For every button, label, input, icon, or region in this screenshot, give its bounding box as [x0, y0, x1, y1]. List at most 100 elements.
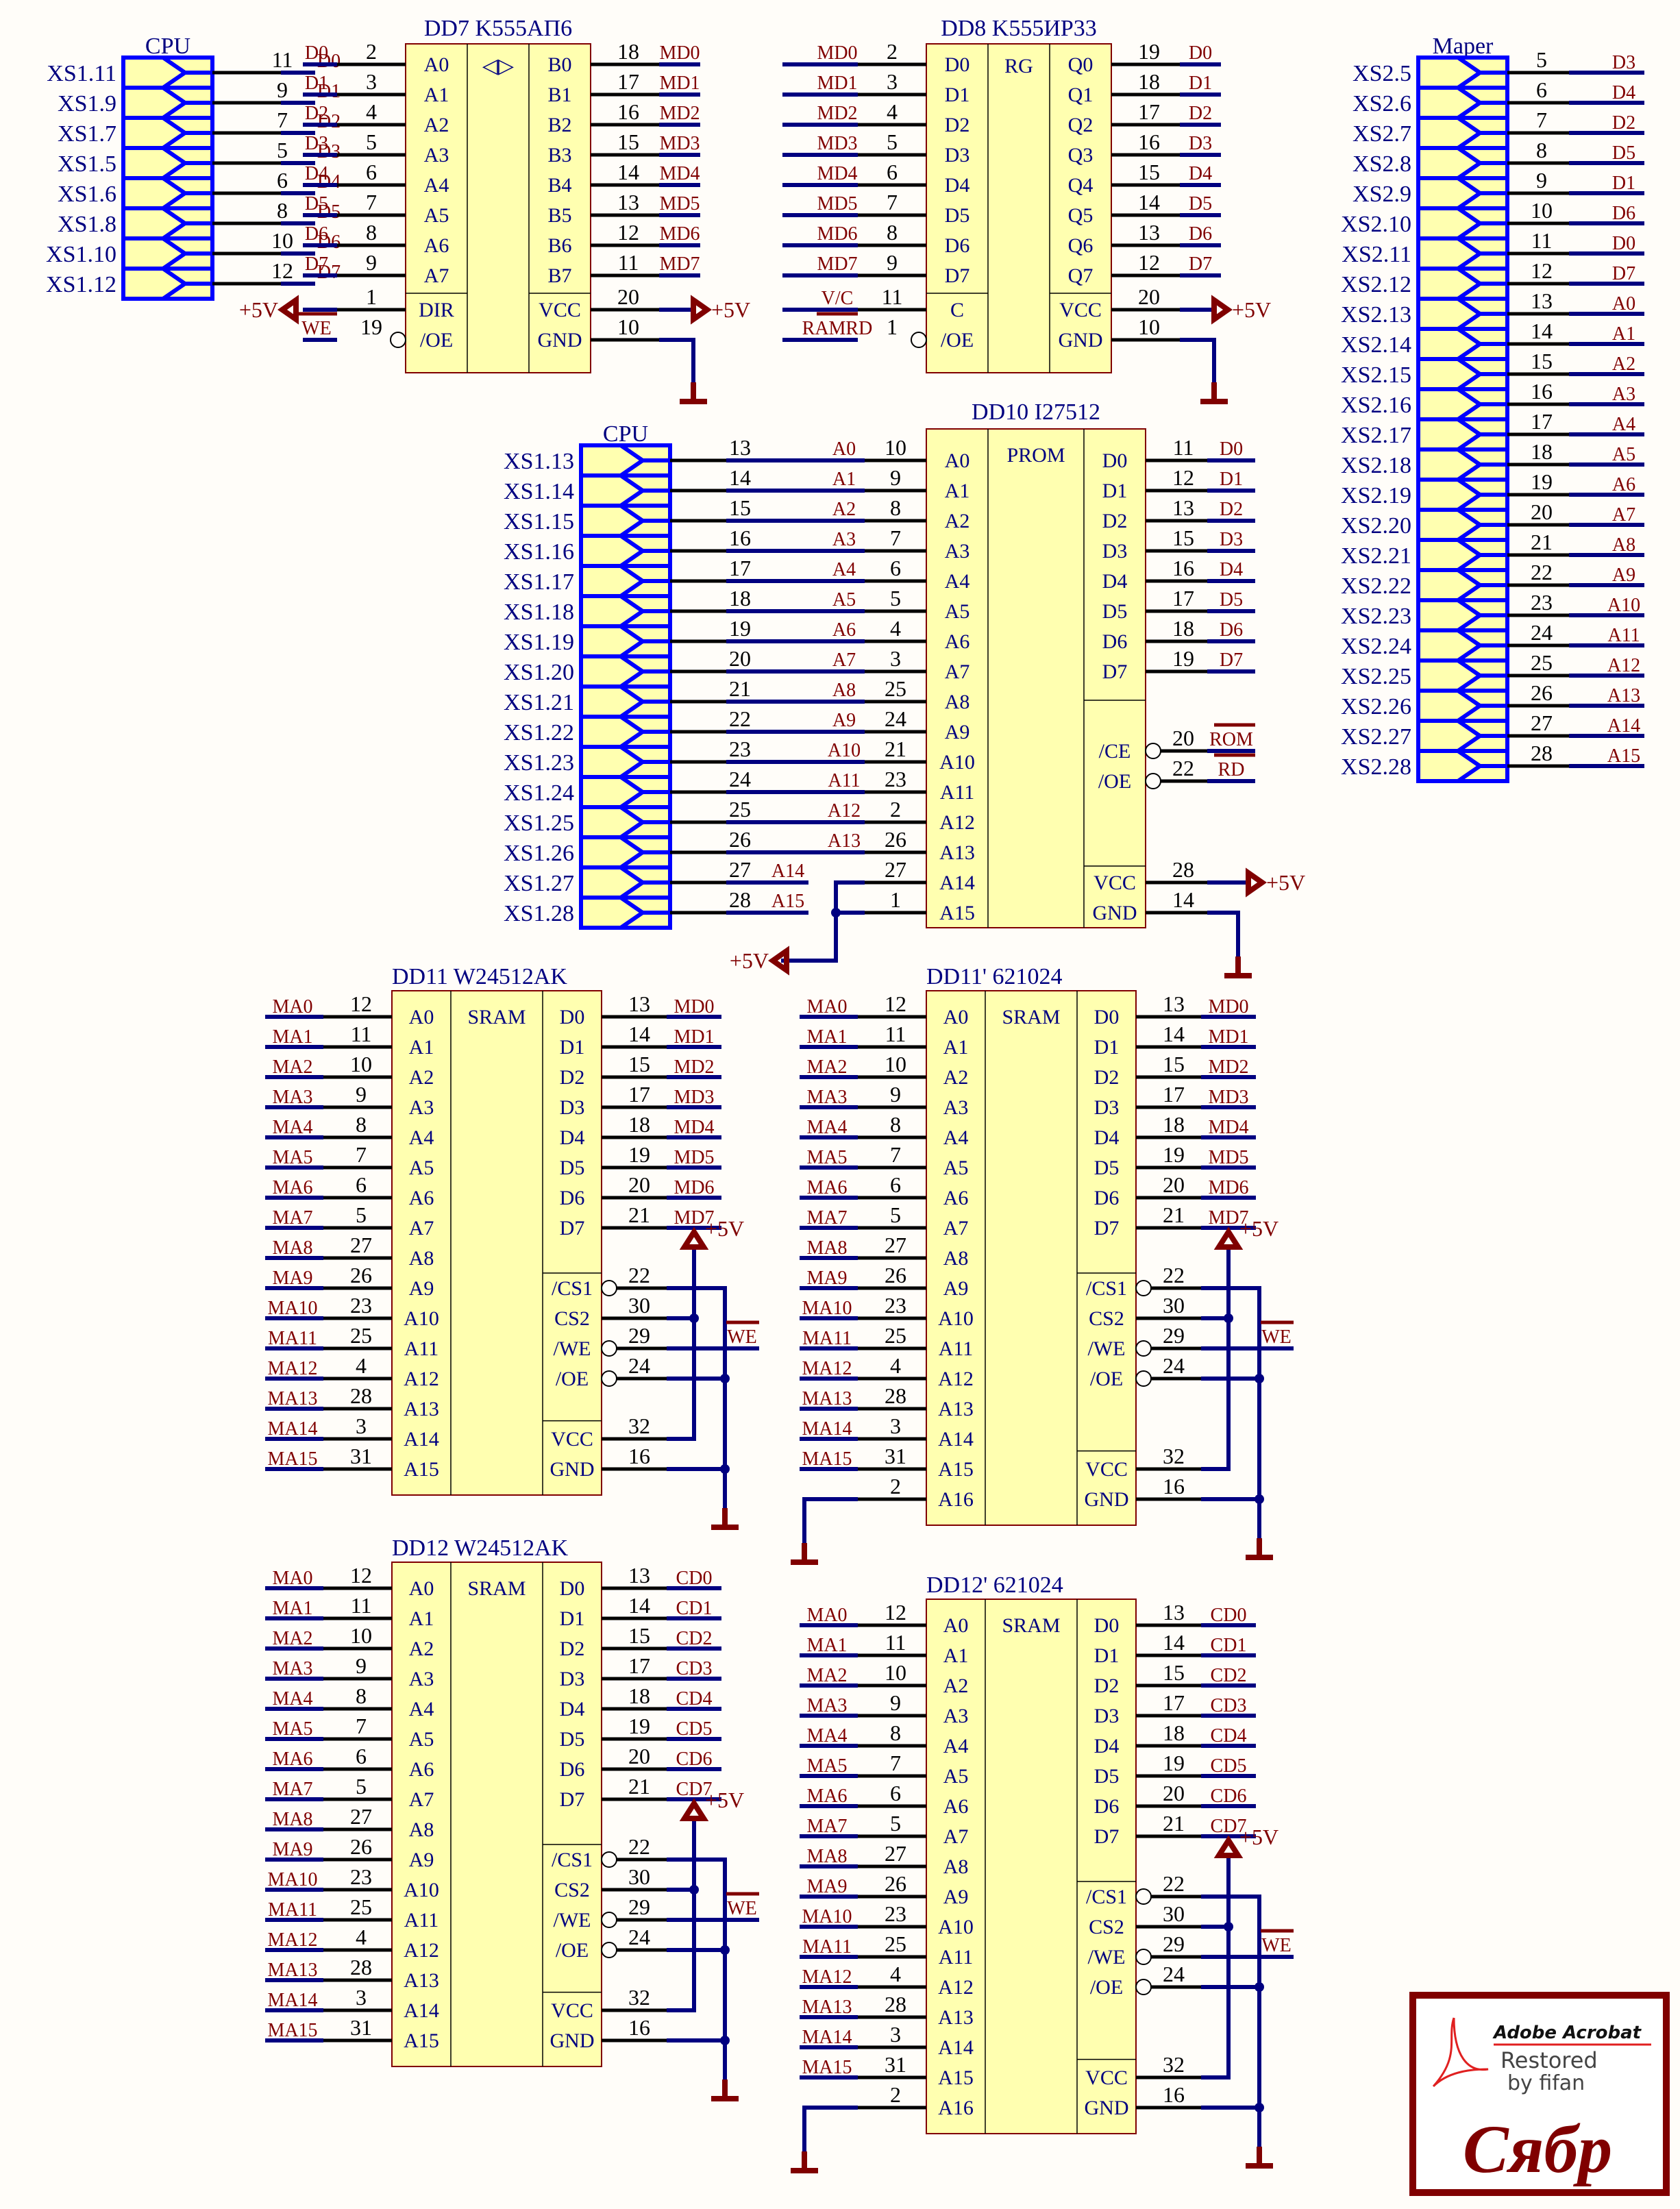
inversion-bubble [1135, 1280, 1152, 1296]
pin-number: 12 [1172, 465, 1194, 490]
pin-number: 21 [628, 1774, 650, 1799]
connector-title: CPU [603, 421, 648, 447]
pin-name: D1 [1102, 480, 1128, 502]
pin-number: 1 [887, 314, 898, 339]
pin-name: A3 [424, 144, 449, 166]
pin-name: D0 [560, 1006, 585, 1028]
pin-number: 6 [1536, 77, 1547, 102]
pin-name: D5 [1102, 600, 1128, 623]
pin-name: A11 [404, 1337, 439, 1360]
pin-number: 9 [890, 1690, 901, 1715]
chip-title: DD12 W24512AK [392, 1535, 569, 1561]
pin-name: GND [550, 2029, 595, 2052]
pin-number: 16 [628, 1444, 650, 1468]
pin-name: D1 [945, 84, 970, 106]
net-label: D0 [1189, 42, 1212, 64]
pin-name: /OE [420, 329, 453, 351]
pin-number: 9 [890, 465, 901, 490]
pin-name: D3 [1094, 1705, 1120, 1727]
pin-number: 26 [729, 827, 751, 852]
inversion-bubble [1135, 1340, 1152, 1357]
net-label: CD2 [676, 1628, 713, 1649]
net-label: CD5 [676, 1718, 713, 1740]
pin-number: 10 [271, 228, 293, 253]
pin-name: D7 [1102, 661, 1128, 683]
pin-number: 24 [628, 1353, 650, 1378]
pin-number: 26 [350, 1834, 372, 1859]
pin-number: 9 [887, 250, 898, 275]
net-label: A1 [832, 469, 856, 490]
pin-number: 15 [1138, 160, 1160, 184]
pin-number: 8 [366, 220, 377, 245]
connector-pin-label: XS1.18 [504, 600, 574, 625]
connector-pin-label: XS1.6 [58, 182, 116, 207]
net-label: A10 [1607, 595, 1640, 616]
pin-name: A4 [943, 1735, 969, 1757]
net-label: MD6 [674, 1177, 714, 1198]
chip-function-label: SRAM [467, 1577, 526, 1600]
pin-number: 4 [356, 1925, 367, 1949]
pin-name: A4 [943, 1126, 969, 1149]
pin-number: 25 [350, 1895, 372, 1919]
pin-name: GND [1059, 329, 1103, 351]
pin-name: D4 [1094, 1126, 1120, 1149]
pin-number: 16 [1138, 129, 1160, 154]
net-label: MD5 [674, 1147, 714, 1168]
pin-number: 23 [885, 767, 906, 791]
net-label: D0 [1612, 233, 1635, 254]
pin-number: 19 [1172, 646, 1194, 671]
connector-pin-label: XS2.15 [1341, 362, 1411, 388]
pin-name: B0 [547, 53, 571, 76]
pin-number: 20 [1163, 1172, 1185, 1197]
pin-number: 8 [890, 1720, 901, 1745]
chip-title: DD12' 621024 [926, 1572, 1063, 1598]
pin-number: 21 [628, 1202, 650, 1227]
power-arrow-icon [691, 295, 712, 325]
pin-number: 5 [890, 586, 901, 610]
pin-name: B4 [547, 174, 571, 197]
pin-name: /CS1 [1086, 1277, 1127, 1300]
pin-name: Q2 [1068, 114, 1094, 136]
pin-number: 17 [729, 556, 751, 580]
pin-number: 18 [1172, 616, 1194, 641]
connector-pin-label: XS1.11 [47, 61, 116, 86]
chip-dd12: DD12 W24512AKSRAMA012MA0A111MA1A210MA2A3… [265, 1535, 759, 2101]
pin-number: 7 [356, 1714, 367, 1738]
pin-number: 21 [729, 676, 751, 701]
chip-dd10: DD10 I27512PROMA010A0A19A1A28A2A37A3A46A… [726, 399, 1305, 978]
net-label: D1 [317, 81, 341, 102]
pin-number: 25 [1531, 650, 1553, 675]
pin-number: 13 [1138, 220, 1160, 245]
vcc-rail [1201, 1855, 1231, 2080]
power-arrow-icon [1211, 295, 1233, 325]
net-label: A15 [771, 891, 804, 912]
power-arrow-icon [768, 946, 789, 976]
pin-name: A4 [424, 174, 449, 197]
pin-number: 8 [356, 1683, 367, 1708]
pin-number: 1 [890, 887, 901, 912]
pin-number: 27 [885, 1841, 906, 1866]
pin-name: D1 [1094, 1644, 1120, 1667]
connector-pin-label: XS1.5 [58, 151, 116, 177]
net-label: MA3 [806, 1087, 847, 1108]
pin-number: 12 [271, 258, 293, 283]
chip-title: DD11 W24512AK [392, 964, 567, 989]
net-label: A5 [832, 589, 856, 610]
pin-name: A15 [404, 1458, 439, 1481]
pin-number: 5 [356, 1774, 367, 1799]
pin-number: 8 [887, 220, 898, 245]
pin-number: 16 [617, 99, 639, 124]
net-label: D2 [1189, 103, 1212, 124]
pin-number: 3 [356, 1985, 367, 2010]
net-label: A4 [1612, 414, 1635, 435]
net-label: D5 [305, 193, 328, 214]
pin-name: A0 [943, 1614, 969, 1637]
inversion-bubble [601, 1370, 617, 1387]
junction-dot [1255, 1494, 1264, 1504]
net-label: MA13 [802, 1997, 852, 2018]
pin-number: 17 [1531, 409, 1553, 434]
pin-name: /WE [1088, 1946, 1126, 1969]
net-label: MA3 [806, 1695, 847, 1716]
pin-name: VCC [539, 299, 581, 321]
junction-dot [1224, 1922, 1233, 1932]
